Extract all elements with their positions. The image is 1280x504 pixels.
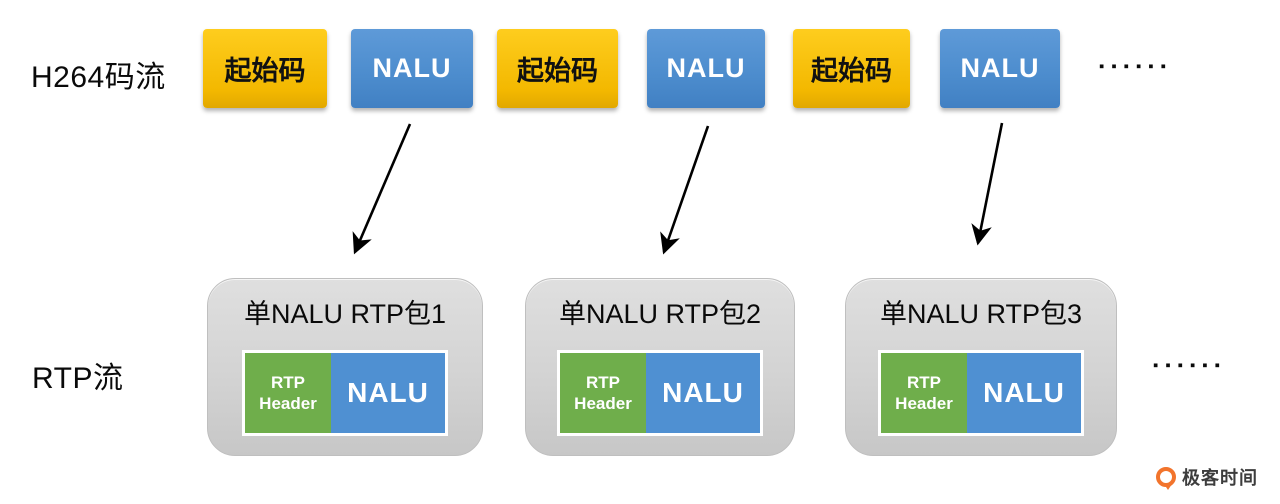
arrow-nalu2-to-packet2: [660, 125, 710, 255]
h264-stream-ellipsis: ▪▪▪▪▪▪: [1099, 58, 1173, 75]
rtp-packet-2-title: 单NALU RTP包2: [558, 299, 762, 329]
rtp-packet-1-title: 单NALU RTP包1: [243, 299, 447, 329]
nalu-payload-cell: NALU: [646, 353, 760, 433]
arrow-nalu1-to-packet1: [352, 123, 412, 255]
arrow-nalu3-to-packet3: [971, 122, 1004, 246]
nalu-box-2: NALU: [647, 29, 765, 108]
rtp-packet-3-contents: RTP Header NALU: [878, 350, 1084, 436]
geektime-watermark: 极客时间: [1156, 464, 1258, 490]
rtp-packet-2: 单NALU RTP包2 RTP Header NALU: [525, 278, 795, 456]
start-code-box-2: 起始码: [497, 29, 618, 108]
rtp-packet-1: 单NALU RTP包1 RTP Header NALU: [207, 278, 483, 456]
rtp-stream-label: RTP流: [32, 362, 124, 395]
nalu-box-3: NALU: [940, 29, 1060, 108]
rtp-packet-3-title: 单NALU RTP包3: [879, 299, 1083, 329]
nalu-box-1: NALU: [351, 29, 473, 108]
geektime-logo-text: 极客时间: [1182, 468, 1258, 488]
nalu-payload-cell: NALU: [331, 353, 445, 433]
rtp-header-cell: RTP Header: [881, 353, 967, 433]
geektime-logo-icon: [1156, 467, 1176, 490]
start-code-box-1: 起始码: [203, 29, 327, 108]
start-code-box-3: 起始码: [793, 29, 910, 108]
rtp-header-cell: RTP Header: [560, 353, 646, 433]
nalu-payload-cell: NALU: [967, 353, 1081, 433]
rtp-stream-ellipsis: ▪▪▪▪▪▪: [1153, 357, 1227, 374]
rtp-packet-2-contents: RTP Header NALU: [557, 350, 763, 436]
rtp-packet-3: 单NALU RTP包3 RTP Header NALU: [845, 278, 1117, 456]
h264-stream-label: H264码流: [31, 61, 166, 94]
rtp-header-cell: RTP Header: [245, 353, 331, 433]
rtp-packet-1-contents: RTP Header NALU: [242, 350, 448, 436]
